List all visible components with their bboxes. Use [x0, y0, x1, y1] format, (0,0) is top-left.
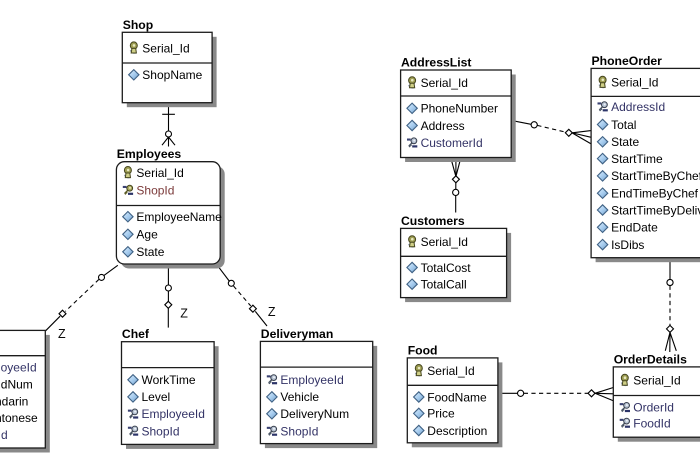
svg-text:OrderDetails: OrderDetails	[614, 352, 687, 366]
svg-text:StartTime: StartTime	[611, 152, 663, 166]
svg-text:Employees: Employees	[117, 147, 182, 161]
svg-text:dNum: dNum	[1, 377, 33, 391]
svg-text:Deliveryman: Deliveryman	[261, 327, 334, 341]
svg-text:Age: Age	[136, 228, 158, 242]
svg-text:Customers: Customers	[401, 214, 465, 228]
svg-text:IsDibs: IsDibs	[611, 238, 644, 252]
svg-text:AddressId: AddressId	[611, 100, 665, 114]
svg-text:oyeeId: oyeeId	[1, 360, 37, 374]
svg-text:EndDate: EndDate	[611, 221, 658, 235]
svg-text:ShopId: ShopId	[142, 424, 180, 438]
svg-text:Z: Z	[58, 327, 66, 341]
svg-text:Chef: Chef	[122, 327, 150, 341]
svg-text:TotalCost: TotalCost	[421, 261, 472, 275]
svg-text:Z: Z	[180, 307, 188, 321]
svg-text:WorkTime: WorkTime	[142, 373, 196, 387]
svg-text:PhoneNumber: PhoneNumber	[421, 102, 498, 116]
svg-text:PhoneOrder: PhoneOrder	[592, 54, 663, 68]
svg-text:OrderId: OrderId	[633, 401, 674, 415]
svg-text:StartTimeByDeliveryman: StartTimeByDeliveryman	[611, 203, 700, 217]
svg-text:Address: Address	[421, 119, 465, 133]
svg-text:Shop: Shop	[123, 18, 153, 32]
svg-text:EmployeeId: EmployeeId	[142, 407, 205, 421]
svg-text:Level: Level	[142, 390, 171, 404]
svg-text:EmployeeId: EmployeeId	[280, 373, 343, 387]
svg-text:ShopId: ShopId	[136, 184, 174, 198]
svg-text:Price: Price	[427, 407, 455, 421]
svg-text:AddressList: AddressList	[401, 56, 471, 70]
svg-text:StartTimeByChef: StartTimeByChef	[611, 169, 700, 183]
svg-text:State: State	[611, 135, 639, 149]
svg-text:Vehicle: Vehicle	[280, 390, 319, 404]
svg-text:ShopId: ShopId	[280, 424, 318, 438]
svg-text:EmployeeName: EmployeeName	[136, 210, 222, 224]
svg-text:Serial_Id: Serial_Id	[421, 76, 468, 90]
svg-text:Description: Description	[427, 424, 487, 438]
svg-text:Total: Total	[611, 118, 636, 132]
svg-text:Z: Z	[268, 305, 276, 319]
svg-text:EndTimeByChef: EndTimeByChef	[611, 187, 699, 201]
svg-text:FoodId: FoodId	[633, 416, 670, 430]
svg-text:ShopName: ShopName	[142, 68, 202, 82]
svg-text:Serial_Id: Serial_Id	[611, 76, 658, 90]
svg-text:DeliveryNum: DeliveryNum	[280, 407, 349, 421]
svg-text:d: d	[1, 428, 8, 442]
svg-text:Serial_Id: Serial_Id	[142, 41, 189, 55]
svg-text:TotalCall: TotalCall	[421, 278, 467, 292]
svg-text:CustomerId: CustomerId	[421, 136, 483, 150]
svg-text:State: State	[136, 245, 164, 259]
svg-text:Food: Food	[408, 343, 438, 357]
svg-text:FoodName: FoodName	[427, 390, 487, 404]
svg-text:Serial_Id: Serial_Id	[633, 374, 680, 388]
svg-text:Serial_Id: Serial_Id	[421, 235, 468, 249]
svg-text:ndarin: ndarin	[0, 394, 28, 408]
svg-text:Serial_Id: Serial_Id	[136, 166, 183, 180]
svg-text:Serial_Id: Serial_Id	[427, 364, 474, 378]
